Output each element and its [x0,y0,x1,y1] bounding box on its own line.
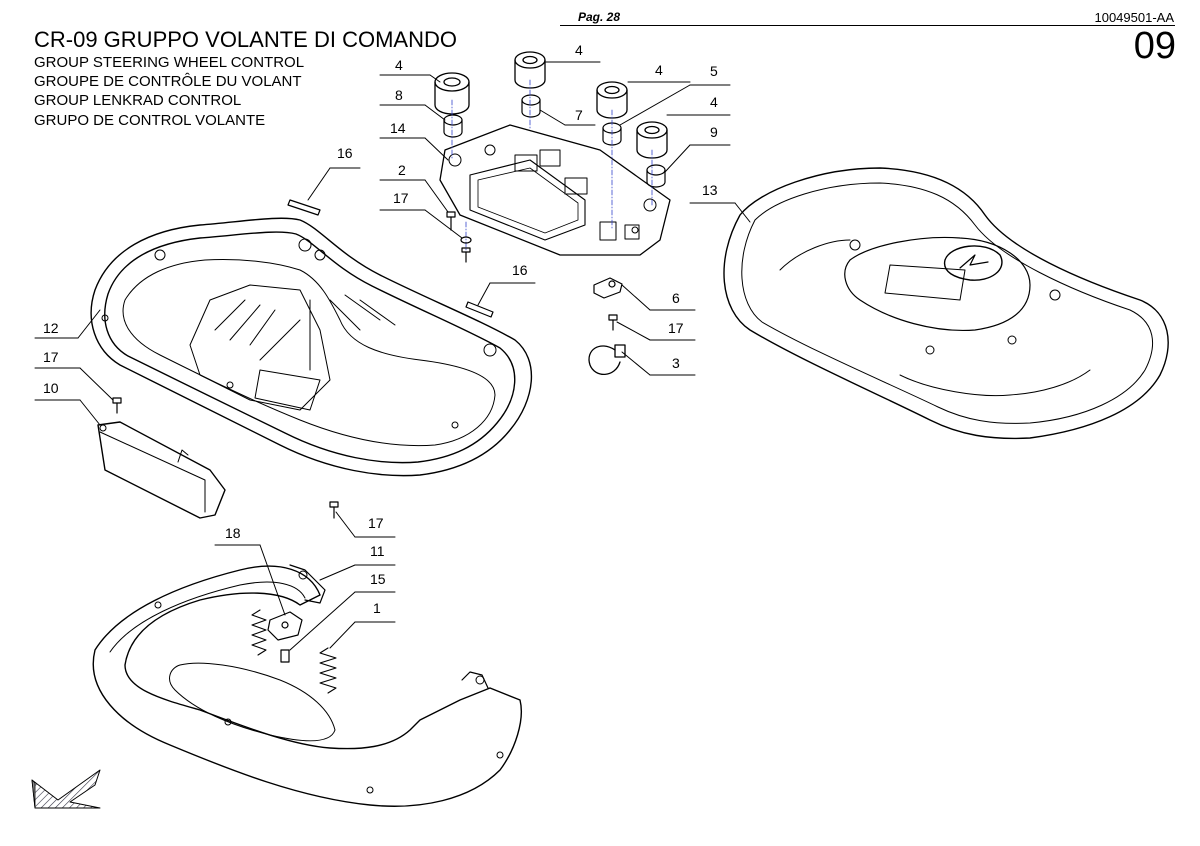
callout-8: 8 [395,87,403,103]
callout-10: 10 [43,380,59,396]
part-14-control-board [439,124,671,256]
page-label: Pag. 28 [578,10,621,24]
callout-17a: 17 [393,190,409,206]
subtitle-es: GRUPO DE CONTROL VOLANTE [34,112,266,129]
header-rule [560,25,1175,26]
part-16-pin-a [287,199,321,216]
part-10-cover [97,421,226,519]
part-16-pin-b [465,301,494,318]
callout-numbers: 4 8 14 2 17 16 4 4 5 4 7 9 13 16 6 17 3 … [43,42,718,616]
callout-7: 7 [575,107,583,123]
callout-1: 1 [373,600,381,616]
callout-5: 5 [710,63,718,79]
subtitle-de: GROUP LENKRAD CONTROL [34,92,242,109]
part-1-spring [319,647,337,694]
part-3-ring [588,344,626,376]
part-7-knob [521,94,541,118]
callout-18: 18 [225,525,241,541]
callout-4a: 4 [395,57,403,73]
subtitle-en: GROUP STEERING WHEEL CONTROL [34,54,305,71]
part-13-steering-wheel [723,167,1169,440]
subtitle-fr: GROUPE DE CONTRÔLE DU VOLANT [34,73,302,90]
part-2-screw [446,211,456,231]
part-18-bracket [267,611,303,641]
section-number: 09 [1133,25,1176,67]
callout-16b: 16 [512,262,528,278]
callout-14: 14 [390,120,406,136]
spring-left [251,609,267,656]
callout-2: 2 [398,162,406,178]
part-11-lower-frame [92,564,522,807]
part-17-screw-c [608,314,618,331]
callout-leaders [34,61,751,651]
part-17-screw-b [460,236,472,263]
alignment-guides [451,79,653,251]
callout-15: 15 [370,571,386,587]
part-9-knob [646,164,666,188]
part-6-clip [593,277,623,299]
callout-6: 6 [672,290,680,306]
callout-12: 12 [43,320,59,336]
part-15-pin [280,649,290,663]
callout-4d: 4 [710,94,718,110]
callout-17b: 17 [668,320,684,336]
callout-3: 3 [672,355,680,371]
part-8-knob [443,114,463,138]
callout-17d: 17 [368,515,384,531]
callout-9: 9 [710,124,718,140]
page-title: CR-09 GRUPPO VOLANTE DI COMANDO [34,27,457,52]
part-17-screw-d [329,501,339,519]
callout-17c: 17 [43,349,59,365]
callout-13: 13 [702,182,718,198]
callout-4c: 4 [655,62,663,78]
next-page-arrow-icon[interactable] [31,769,101,809]
callout-16a: 16 [337,145,353,161]
part-17-screw-a [112,397,122,414]
callout-11: 11 [370,543,385,559]
doc-number: 10049501-AA [1094,10,1174,25]
callout-4b: 4 [575,42,583,58]
part-12-base-tray [90,217,533,477]
